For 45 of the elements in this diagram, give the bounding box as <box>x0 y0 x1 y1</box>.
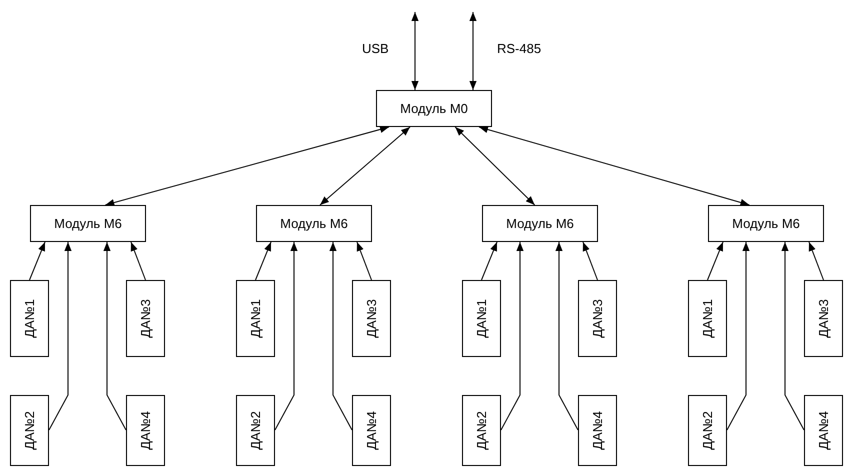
sensor-box: ДА№2 <box>236 395 275 466</box>
sensor-box: ДА№3 <box>804 280 843 357</box>
sensor-box: ДА№4 <box>578 395 617 466</box>
sensor-box: ДА№1 <box>688 280 727 357</box>
module-box: Модуль М6 <box>482 205 598 242</box>
sensor-box: ДА№2 <box>462 395 501 466</box>
arrow <box>555 242 578 430</box>
arrow <box>454 126 536 206</box>
arrow <box>478 126 750 206</box>
arrow <box>469 12 477 90</box>
arrow <box>274 242 298 430</box>
arrow <box>104 126 390 206</box>
arrow <box>582 242 598 280</box>
sensor-box: ДА№4 <box>352 395 391 466</box>
edge-label: RS-485 <box>497 42 542 55</box>
module-box: Модуль М6 <box>30 205 146 242</box>
module-box: Модуль М6 <box>708 205 824 242</box>
arrow <box>29 242 46 280</box>
arrow <box>481 242 498 280</box>
sensor-box: ДА№3 <box>352 280 391 357</box>
arrow <box>48 242 72 430</box>
sensor-box: ДА№3 <box>578 280 617 357</box>
arrow <box>781 242 804 430</box>
sensor-box: ДА№4 <box>804 395 843 466</box>
sensor-box: ДА№1 <box>236 280 275 357</box>
sensor-box: ДА№2 <box>688 395 727 466</box>
arrow <box>411 12 419 90</box>
arrow <box>103 242 126 430</box>
arrow <box>500 242 524 430</box>
sensor-box: ДА№2 <box>10 395 49 466</box>
arrow <box>808 242 824 280</box>
module-box: Модуль М0 <box>376 90 492 127</box>
arrow <box>726 242 750 430</box>
arrow <box>320 126 410 206</box>
edge-label: USB <box>362 42 389 55</box>
arrow <box>356 242 372 280</box>
arrow <box>255 242 272 280</box>
sensor-box: ДА№1 <box>462 280 501 357</box>
module-box: Модуль М6 <box>256 205 372 242</box>
arrow <box>707 242 724 280</box>
sensor-box: ДА№1 <box>10 280 49 357</box>
arrow <box>329 242 352 430</box>
sensor-box: ДА№4 <box>126 395 165 466</box>
arrow <box>130 242 146 280</box>
sensor-box: ДА№3 <box>126 280 165 357</box>
